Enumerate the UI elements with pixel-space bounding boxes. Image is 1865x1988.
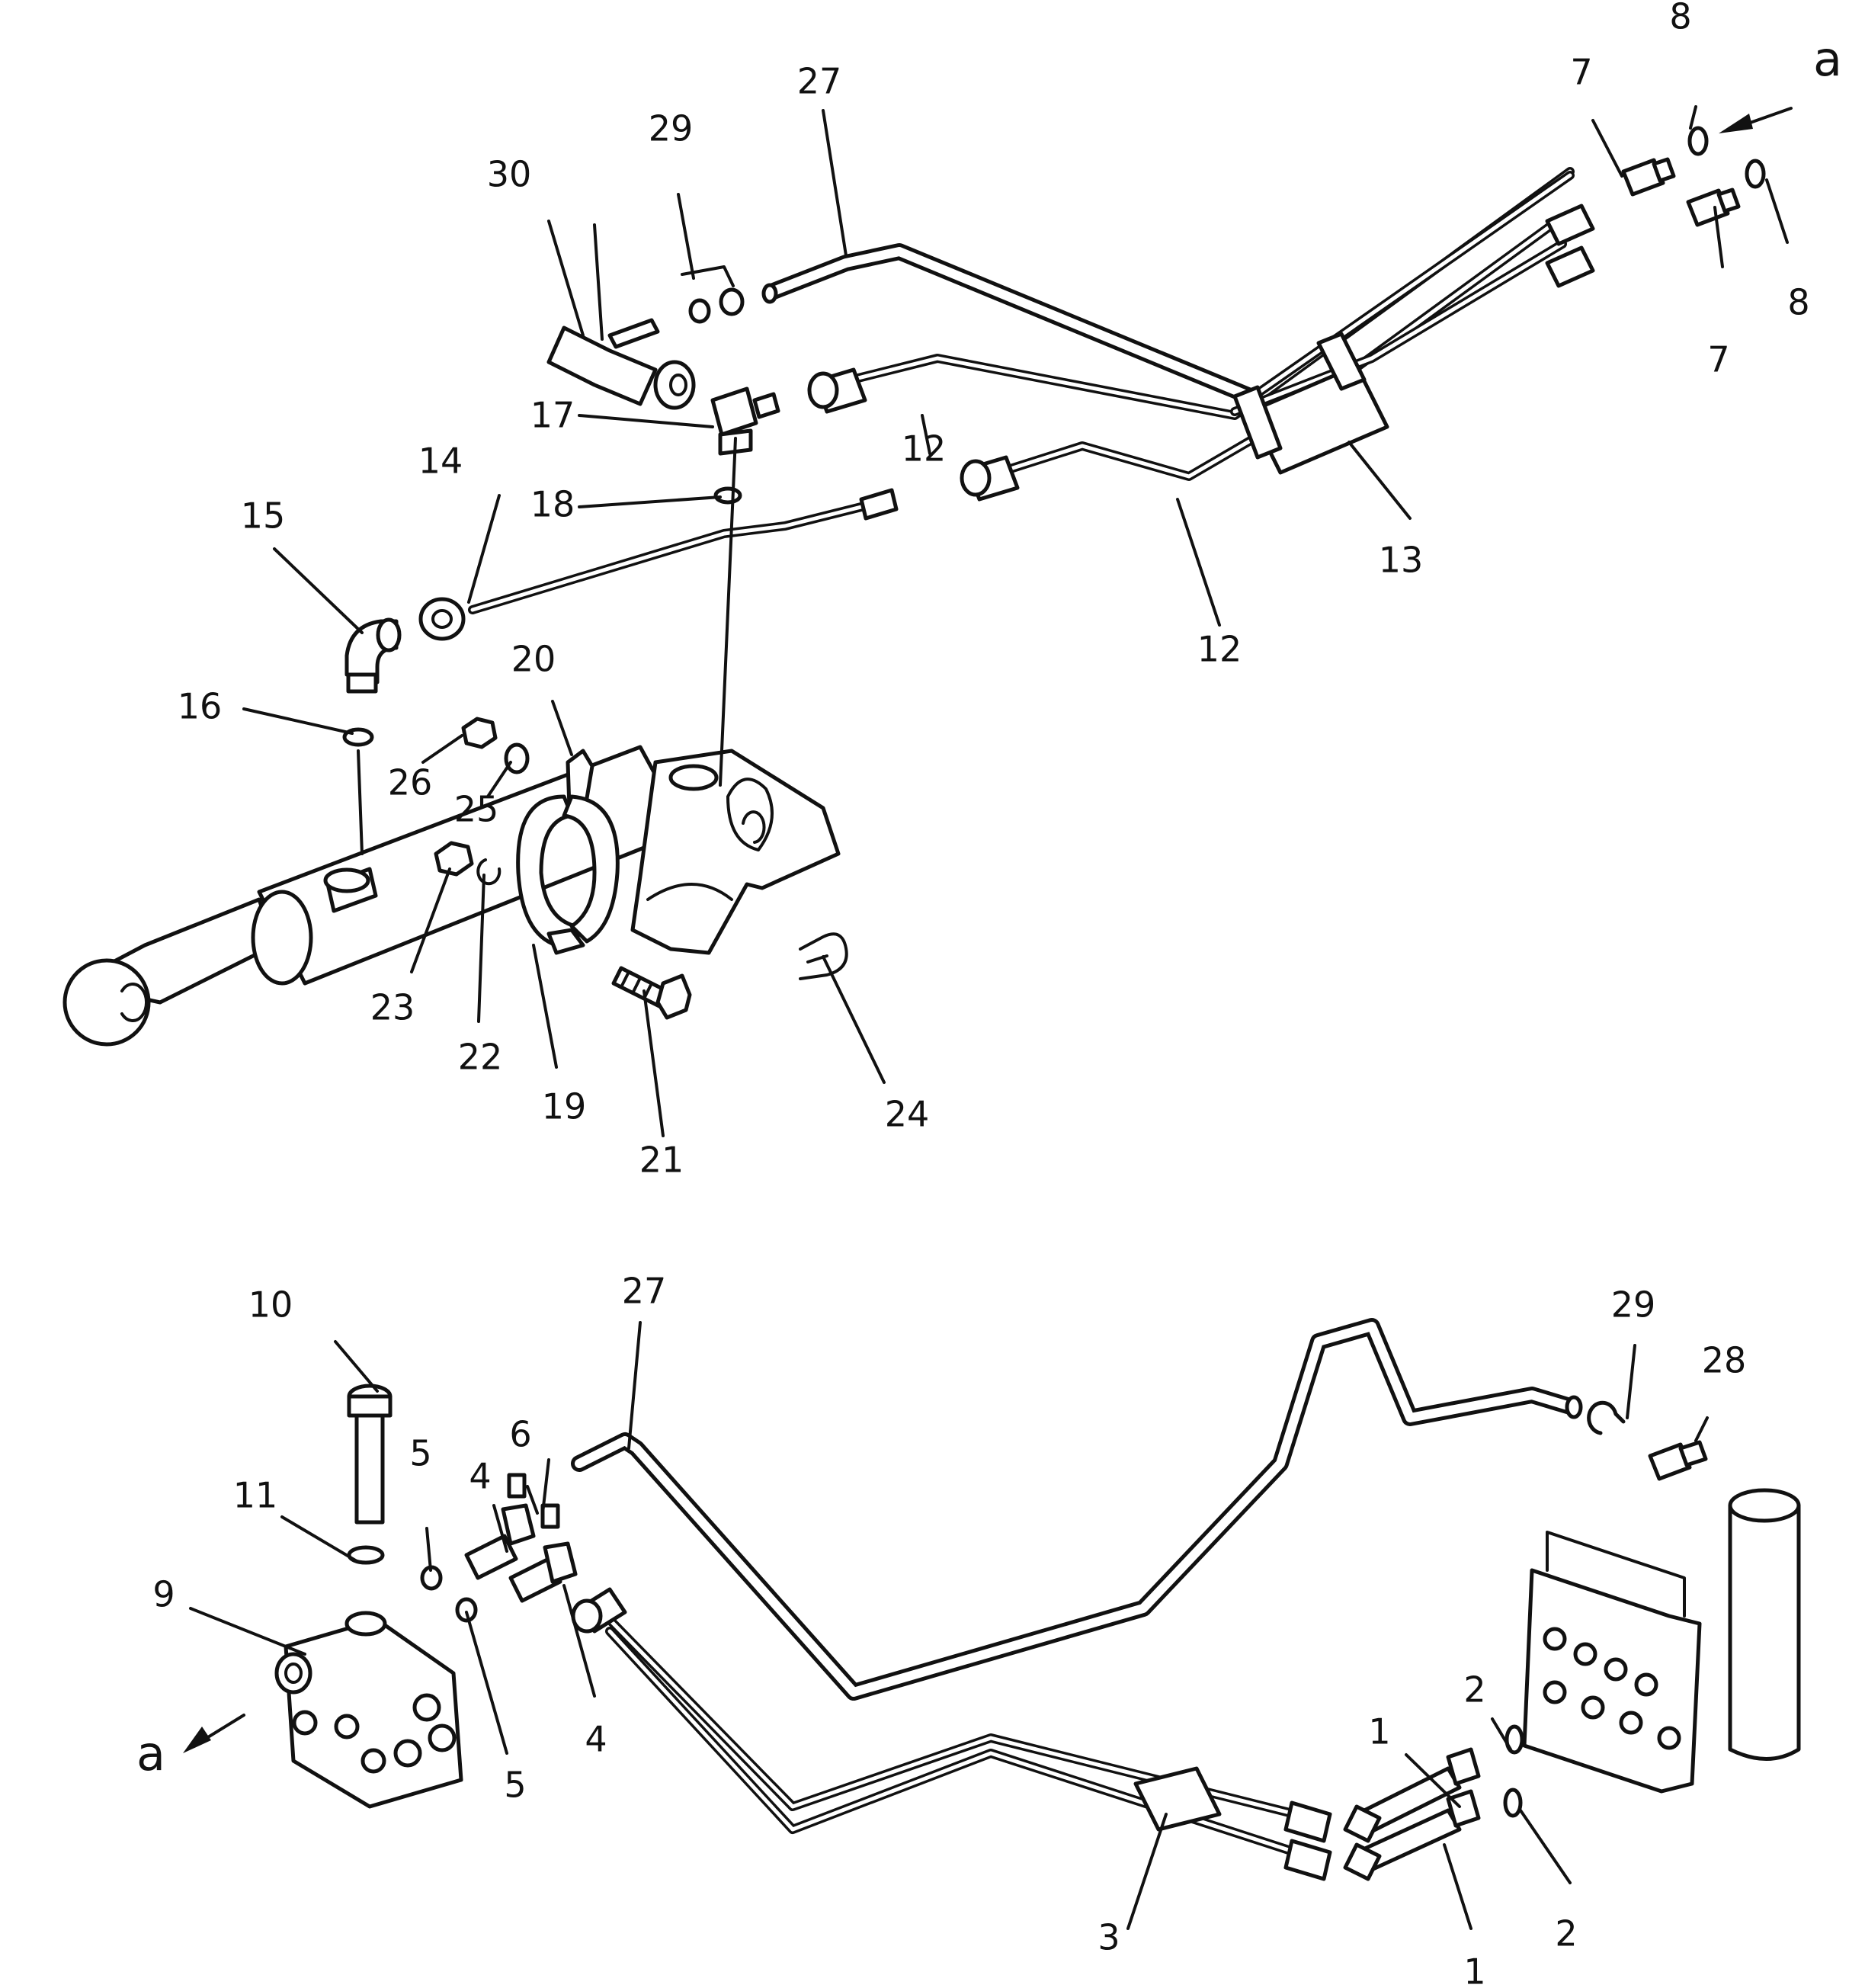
hose-clamp-29	[681, 265, 745, 324]
callout-12: 12	[902, 428, 947, 470]
view-arrow-a-top	[1719, 107, 1793, 133]
callout-30: 30	[487, 154, 532, 195]
elbow-15	[344, 617, 402, 694]
callout-15: 15	[241, 495, 286, 537]
callout-1: 1	[1368, 1711, 1390, 1752]
view-letter-a-bottom: a	[136, 1726, 165, 1781]
control-valve	[1522, 1531, 1702, 1794]
hose-27-lower	[571, 1318, 1583, 1701]
o-ring-2-bottom	[1503, 1788, 1523, 1818]
callout-24: 24	[885, 1094, 930, 1135]
callout-20: 20	[511, 639, 556, 680]
tee-17	[710, 386, 780, 456]
callout-21: 21	[639, 1140, 684, 1181]
hose-27-upper	[761, 243, 1258, 405]
clamp-19	[516, 749, 620, 955]
clamp-bracket-13	[1232, 332, 1389, 475]
callout-11: 11	[233, 1475, 278, 1516]
callout-7b: 7	[1707, 339, 1729, 380]
callout-3: 3	[1098, 1917, 1120, 1958]
view-arrow-a-bottom	[183, 1714, 245, 1753]
fittings-1	[1343, 1747, 1481, 1881]
o-ring-5-bottom	[455, 1597, 478, 1623]
bolt-21	[611, 966, 692, 1020]
callout-14: 14	[418, 441, 463, 482]
callout-29b: 29	[1611, 1284, 1656, 1326]
hoses-3	[571, 1587, 1332, 1881]
callout-5: 5	[409, 1433, 431, 1474]
washer-25	[504, 742, 530, 774]
callout-25: 25	[454, 789, 499, 830]
callouts: 1 1 2 2 3 4 4 5 5 6 7 7 8 8 9 10 11 12 1…	[136, 0, 1842, 1988]
callout-29: 29	[649, 108, 694, 149]
callout-9: 9	[152, 1574, 175, 1615]
connectors-7	[1621, 157, 1741, 227]
callout-10: 10	[248, 1284, 293, 1326]
callout-6: 6	[509, 1414, 531, 1455]
callout-1b: 1	[1463, 1951, 1485, 1988]
callout-28: 28	[1702, 1340, 1747, 1381]
callout-18: 18	[530, 484, 575, 525]
callout-2: 2	[1463, 1669, 1485, 1711]
o-ring-8-bottom	[1745, 159, 1766, 189]
callout-12b: 12	[1197, 629, 1242, 670]
valve-block-9	[274, 1611, 463, 1809]
callout-4: 4	[469, 1456, 491, 1497]
view-letter-a-top: a	[1813, 31, 1842, 87]
callout-8b: 8	[1787, 282, 1809, 323]
callout-7: 7	[1570, 52, 1592, 93]
o-ring-18	[713, 486, 742, 505]
hoses-12	[807, 167, 1595, 502]
bolt-10	[347, 1384, 393, 1525]
tank	[1728, 1488, 1801, 1761]
callout-5b: 5	[504, 1765, 526, 1806]
o-ring-2-top	[1504, 1724, 1524, 1755]
o-ring-8-top	[1687, 126, 1709, 156]
frame-bracket	[630, 749, 841, 955]
callout-17: 17	[530, 395, 575, 436]
nut-26	[461, 717, 498, 749]
tube-14	[418, 488, 899, 641]
callout-2b: 2	[1555, 1913, 1577, 1954]
u-bolt-24	[799, 932, 848, 980]
fittings-4	[464, 1473, 578, 1603]
fitting-28	[1648, 1440, 1708, 1481]
callout-8: 8	[1669, 0, 1691, 37]
callout-22: 22	[458, 1037, 503, 1078]
callout-27: 27	[797, 61, 842, 102]
hose-clamp-29-lower	[1587, 1400, 1626, 1435]
callout-19: 19	[542, 1086, 587, 1127]
block-30	[546, 318, 696, 410]
callout-27b: 27	[622, 1271, 667, 1312]
callout-26: 26	[388, 762, 433, 803]
nut-23	[434, 841, 474, 877]
callout-13: 13	[1379, 540, 1424, 581]
callout-4b: 4	[585, 1719, 607, 1760]
callout-23: 23	[370, 987, 415, 1028]
callout-16: 16	[178, 686, 223, 727]
leader-lines	[189, 105, 1789, 1930]
